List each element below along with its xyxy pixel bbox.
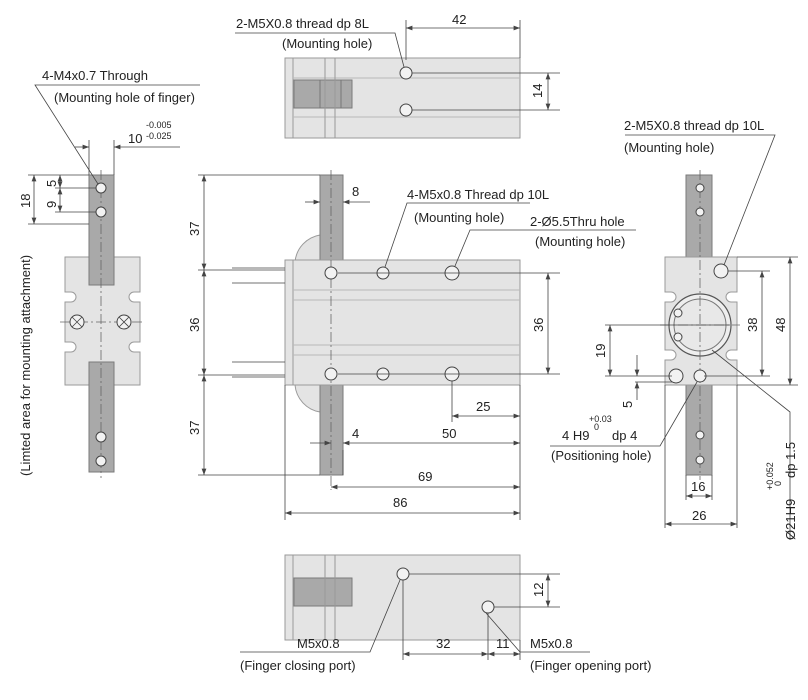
bore-tol-upper: +0.052 — [765, 462, 775, 490]
finger-hole — [95, 455, 107, 467]
finger-hole — [95, 182, 107, 194]
close-port-label: (Finger closing port) — [240, 658, 356, 673]
dim-50: 50 — [442, 426, 456, 441]
finger-hole — [95, 206, 107, 218]
dim-18: 18 — [18, 194, 33, 208]
dim-25: 25 — [476, 399, 490, 414]
dim-42: 42 — [452, 12, 466, 27]
thru-callout-line2: (Mounting hole) — [535, 234, 625, 249]
crossed-circle-icon — [69, 314, 85, 330]
left-callout-line1: 4-M4x0.7 Through — [42, 68, 148, 83]
dim-69: 69 — [418, 469, 432, 484]
crossed-circle-icon — [116, 314, 132, 330]
finger-hole — [95, 431, 107, 443]
thread-callout-line1: 4-M5x0.8 Thread dp 10L — [407, 187, 549, 202]
mounting-hole — [713, 263, 729, 279]
finger-closing-port — [396, 567, 410, 581]
dim-8: 8 — [352, 184, 359, 199]
left-callout-line2: (Mounting hole of finger) — [54, 90, 195, 105]
pos-hole-tol-upper: +0.03 — [589, 414, 612, 424]
top-callout-line1: 2-M5X0.8 thread dp 8L — [236, 16, 369, 31]
bore-tol-lower: 0 — [773, 481, 783, 486]
right-callout-line2: (Mounting hole) — [624, 140, 714, 155]
dim-37-bottom: 37 — [187, 421, 202, 435]
right-side-view: 2-M5X0.8 thread dp 10L (Mounting hole) 3… — [550, 118, 798, 540]
pos-hole-depth: dp 4 — [612, 428, 637, 443]
dim-10-tol-lower: -0.025 — [146, 131, 172, 141]
right-callout-line1: 2-M5X0.8 thread dp 10L — [624, 118, 764, 133]
dim-10: 10 — [128, 131, 142, 146]
dim-12: 12 — [531, 583, 546, 597]
thread-callout-line2: (Mounting hole) — [414, 210, 504, 225]
dim-19: 19 — [593, 344, 608, 358]
dim-36-right: 36 — [531, 318, 546, 332]
dim-5-right: 5 — [620, 401, 635, 408]
dim-5: 5 — [44, 180, 59, 187]
thru-callout-line1: 2-Ø5.5Thru hole — [530, 214, 625, 229]
pos-hole-line1: 4 H9 — [562, 428, 589, 443]
dim-4: 4 — [352, 426, 359, 441]
top-view: 42 14 2-M5X0.8 thread dp 8L (Mounting ho… — [235, 12, 560, 139]
front-view: 4-M5x0.8 Thread dp 10L (Mounting hole) 2… — [187, 170, 636, 520]
dim-37-top: 37 — [187, 222, 202, 236]
dim-86: 86 — [393, 495, 407, 510]
dim-16: 16 — [691, 479, 705, 494]
limited-area-note: (Limted area for mounting attachment) — [18, 255, 33, 476]
open-port-size: M5x0.8 — [530, 636, 573, 651]
dim-26: 26 — [692, 508, 706, 523]
dim-9: 9 — [44, 201, 59, 208]
dim-10-tol-upper: -0.005 — [146, 120, 172, 130]
dim-36-left: 36 — [187, 318, 202, 332]
pos-hole-line2: (Positioning hole) — [551, 448, 651, 463]
mounting-hole — [399, 103, 413, 117]
bore-depth: dp 1.5 — [783, 442, 798, 478]
close-port-size: M5x0.8 — [297, 636, 340, 651]
dim-38: 38 — [745, 318, 760, 332]
bore-note: Ø21H9 — [783, 499, 798, 540]
dim-48: 48 — [773, 318, 788, 332]
mounting-hole — [399, 66, 413, 80]
open-port-label: (Finger opening port) — [530, 658, 651, 673]
dim-11: 11 — [496, 636, 510, 651]
dim-32: 32 — [436, 636, 450, 651]
pos-hole-tol-lower: 0 — [594, 422, 599, 432]
left-side-view: 4-M4x0.7 Through (Mounting hole of finge… — [18, 68, 200, 478]
top-callout-line2: (Mounting hole) — [282, 36, 372, 51]
finger-opening-port — [481, 600, 495, 614]
bottom-view: 12 32 11 M5x0.8 (Finger closing port) M5… — [240, 554, 651, 673]
dim-14: 14 — [530, 84, 545, 98]
